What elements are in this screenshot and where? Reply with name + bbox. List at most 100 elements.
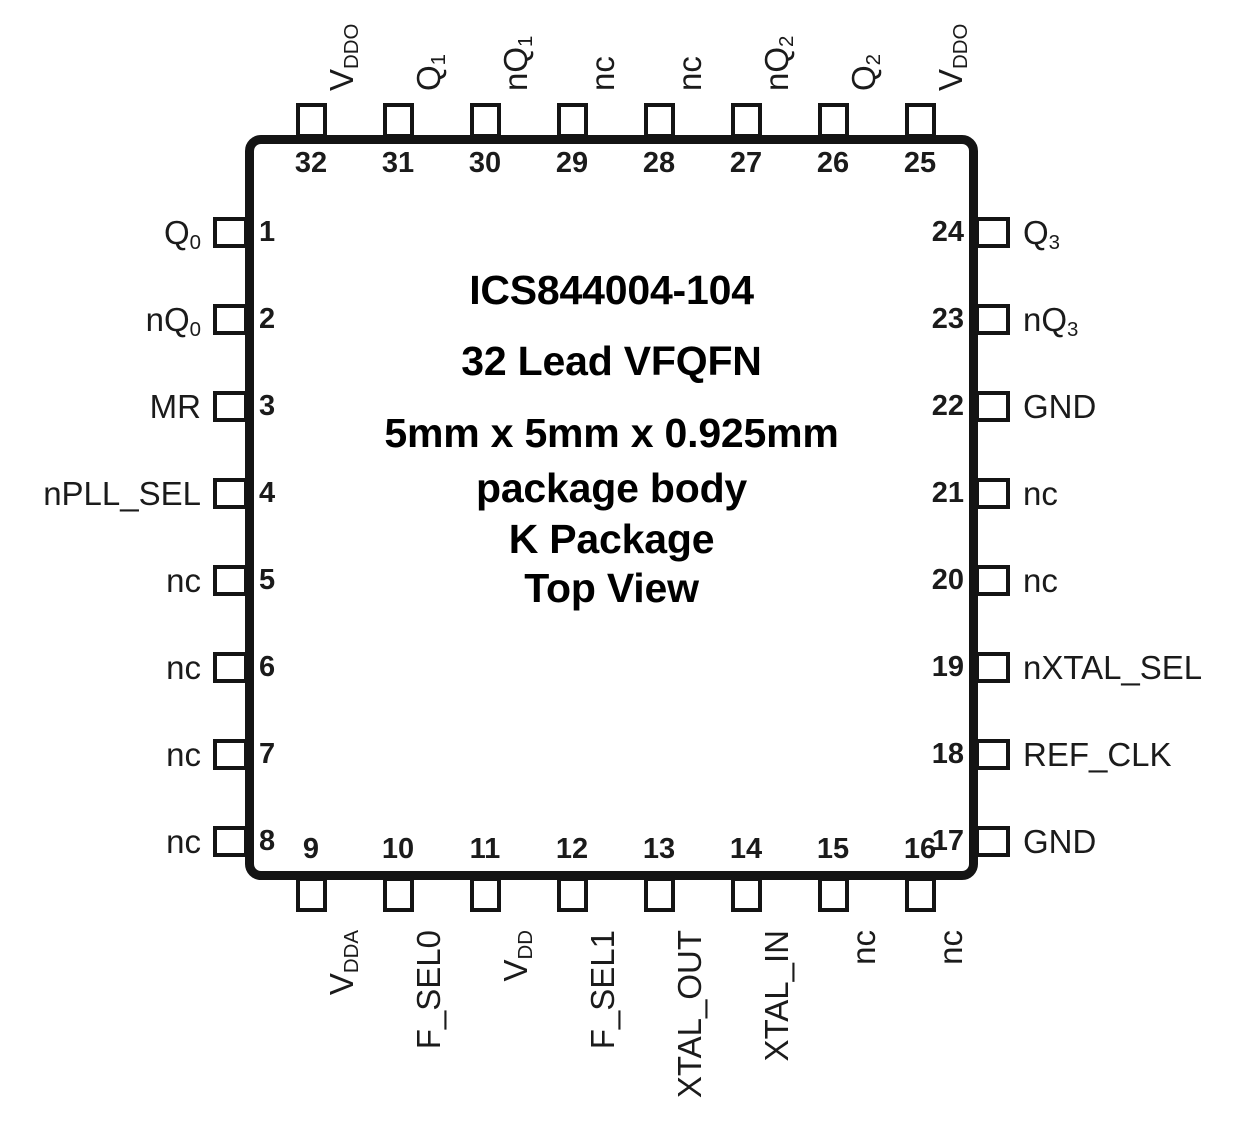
pin-pad-4[interactable] bbox=[213, 477, 248, 509]
pin-pad-25[interactable] bbox=[904, 103, 936, 138]
pin-label-9: VDDA bbox=[323, 930, 364, 996]
pin-label-7: nc bbox=[166, 736, 201, 773]
pin-label-19: nXTAL_SEL bbox=[1023, 649, 1203, 686]
pin-label-27: nQ2 bbox=[758, 35, 799, 91]
pin-label-20: nc bbox=[1023, 562, 1058, 599]
pin-pad-10[interactable] bbox=[382, 877, 414, 912]
lead-package-text: 32 Lead VFQFN bbox=[461, 338, 762, 384]
pin-number-25: 25 bbox=[903, 147, 937, 179]
pin-number-3: 3 bbox=[259, 390, 276, 422]
pin-pad-2[interactable] bbox=[213, 303, 248, 335]
pin-pad-20[interactable] bbox=[975, 564, 1010, 596]
pin-number-5: 5 bbox=[259, 564, 276, 596]
pin-number-7: 7 bbox=[259, 738, 276, 770]
pin-number-10: 10 bbox=[381, 833, 415, 865]
pin-pad-5[interactable] bbox=[213, 564, 248, 596]
pin-label-21: nc bbox=[1023, 475, 1058, 512]
pin-pad-13[interactable] bbox=[643, 877, 675, 912]
pin-label-22: GND bbox=[1023, 388, 1097, 425]
pin-pad-8[interactable] bbox=[213, 825, 248, 857]
pin-label-30: nQ1 bbox=[497, 35, 538, 91]
pin-number-4: 4 bbox=[259, 477, 276, 509]
pin-number-15: 15 bbox=[816, 833, 850, 865]
pin-number-8: 8 bbox=[259, 825, 276, 857]
pin-pad-11[interactable] bbox=[469, 877, 501, 912]
pin-number-24: 24 bbox=[931, 216, 964, 248]
pin-label-14: XTAL_IN bbox=[758, 930, 795, 1062]
pin-number-14: 14 bbox=[729, 833, 763, 865]
pin-number-29: 29 bbox=[555, 147, 589, 179]
pin-label-11: VDD bbox=[497, 930, 538, 982]
pin-label-10: F_SEL0 bbox=[410, 930, 447, 1050]
pin-pad-22[interactable] bbox=[975, 390, 1010, 422]
pin-pad-26[interactable] bbox=[817, 103, 849, 138]
pin-label-3: MR bbox=[149, 388, 201, 425]
pin-pad-27[interactable] bbox=[730, 103, 762, 138]
pin-number-13: 13 bbox=[642, 833, 676, 865]
pin-pad-18[interactable] bbox=[975, 738, 1010, 770]
pin-pad-1[interactable] bbox=[213, 216, 248, 248]
pin-number-28: 28 bbox=[642, 147, 676, 179]
pin-pad-3[interactable] bbox=[213, 390, 248, 422]
pin-number-21: 21 bbox=[931, 477, 964, 509]
pin-number-23: 23 bbox=[931, 303, 964, 335]
pin-label-16: nc bbox=[932, 930, 969, 965]
pin-label-23: nQ3 bbox=[1023, 301, 1079, 342]
pin-pad-19[interactable] bbox=[975, 651, 1010, 683]
pin-pad-31[interactable] bbox=[382, 103, 414, 138]
pin-label-1: Q0 bbox=[163, 214, 201, 255]
pin-pad-16[interactable] bbox=[904, 877, 936, 912]
dimensions-text: 5mm x 5mm x 0.925mm bbox=[384, 410, 839, 456]
pin-pad-17[interactable] bbox=[975, 825, 1010, 857]
pin-pad-23[interactable] bbox=[975, 303, 1010, 335]
pin-number-16: 16 bbox=[903, 833, 937, 865]
pin-label-8: nc bbox=[166, 823, 201, 860]
pin-number-2: 2 bbox=[259, 303, 276, 335]
pin-pad-12[interactable] bbox=[556, 877, 588, 912]
pin-label-15: nc bbox=[845, 930, 882, 965]
pin-label-31: Q1 bbox=[410, 53, 451, 91]
pin-label-28: nc bbox=[671, 56, 708, 91]
pin-number-1: 1 bbox=[259, 216, 276, 248]
package-body-outline bbox=[245, 135, 978, 880]
package-code-text: K Package bbox=[508, 516, 715, 562]
pin-label-25: VDDO bbox=[932, 23, 973, 91]
pin-number-26: 26 bbox=[816, 147, 850, 179]
pin-number-17: 17 bbox=[931, 825, 964, 857]
pin-label-29: nc bbox=[584, 56, 621, 91]
pin-number-31: 31 bbox=[381, 147, 415, 179]
pin-pad-7[interactable] bbox=[213, 738, 248, 770]
pin-label-5: nc bbox=[166, 562, 201, 599]
pin-number-6: 6 bbox=[259, 651, 276, 683]
pin-label-12: F_SEL1 bbox=[584, 930, 621, 1050]
pin-label-6: nc bbox=[166, 649, 201, 686]
pin-pad-28[interactable] bbox=[643, 103, 675, 138]
pin-label-13: XTAL_OUT bbox=[671, 930, 708, 1099]
pin-pad-32[interactable] bbox=[295, 103, 327, 138]
pin-pad-9[interactable] bbox=[295, 877, 327, 912]
package-center-text: ICS844004-104 32 Lead VFQFN 5mm x 5mm x … bbox=[248, 270, 975, 609]
pin-pad-6[interactable] bbox=[213, 651, 248, 683]
pin-number-20: 20 bbox=[931, 564, 964, 596]
pin-number-11: 11 bbox=[469, 833, 501, 865]
pin-pad-14[interactable] bbox=[730, 877, 762, 912]
pin-number-19: 19 bbox=[931, 651, 964, 683]
pin-pad-24[interactable] bbox=[975, 216, 1010, 248]
pin-pad-29[interactable] bbox=[556, 103, 588, 138]
part-number-text: ICS844004-104 bbox=[469, 267, 754, 313]
pin-number-30: 30 bbox=[468, 147, 502, 179]
pin-pad-15[interactable] bbox=[817, 877, 849, 912]
pin-label-17: GND bbox=[1023, 823, 1097, 860]
pin-number-32: 32 bbox=[294, 147, 328, 179]
view-text: Top View bbox=[524, 565, 699, 611]
pin-label-26: Q2 bbox=[845, 53, 886, 91]
pin-number-18: 18 bbox=[931, 738, 964, 770]
pin-pad-30[interactable] bbox=[469, 103, 501, 138]
pin-number-22: 22 bbox=[931, 390, 964, 422]
pin-pad-21[interactable] bbox=[975, 477, 1010, 509]
pin-label-2: nQ0 bbox=[145, 301, 201, 342]
pin-label-24: Q3 bbox=[1023, 214, 1061, 255]
pin-label-4: nPLL_SEL bbox=[43, 475, 201, 512]
pin-number-27: 27 bbox=[729, 147, 763, 179]
